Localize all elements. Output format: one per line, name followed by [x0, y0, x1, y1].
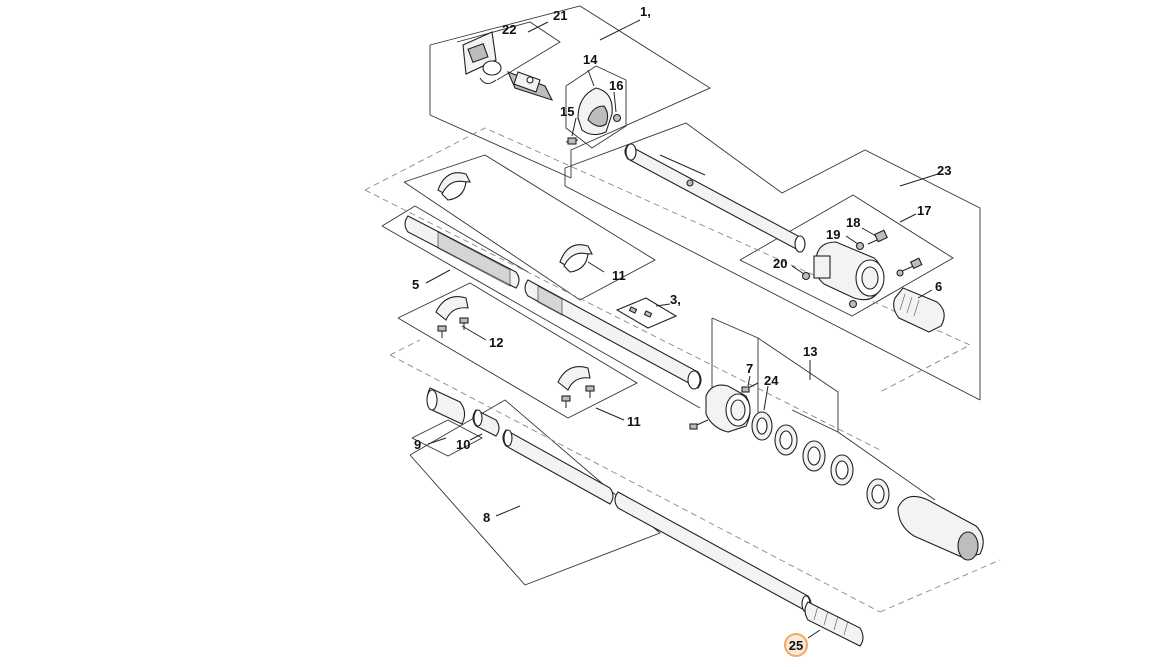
callout-9: 9 [414, 437, 421, 452]
callout-25-highlight: 25 [784, 629, 821, 657]
group-frame-1 [429, 5, 711, 179]
spline-end-part-25 [804, 601, 864, 647]
callout-18: 18 [846, 215, 860, 230]
group-frame-8 [409, 399, 661, 586]
callout-11-bottom: 11 [627, 414, 641, 429]
group-frame-11-bottom [397, 282, 638, 419]
switch-housing-part-22 [462, 31, 502, 84]
sleeve-part-6 [893, 287, 945, 333]
nut-part-16 [612, 113, 622, 123]
callout-15: 15 [560, 104, 574, 119]
callout-16: 16 [609, 78, 623, 93]
screw-part-15 [565, 137, 579, 145]
callout-1: 1, [640, 4, 651, 19]
coupling-part-10 [472, 409, 500, 437]
gear-head-part-13 [897, 495, 984, 561]
clamp-part-11-bottom [557, 366, 595, 408]
coupling-part-17 [813, 241, 885, 301]
group-frame-23 [564, 122, 981, 401]
bearing-rings-part-13 [774, 424, 890, 510]
dashed-assembly-outline [364, 127, 1001, 613]
callout-labels: 1, 21 22 14 16 15 23 17 18 19 20 6 3, 5 … [412, 4, 951, 525]
callout-8: 8 [483, 510, 490, 525]
callout-14: 14 [583, 52, 598, 67]
leader-lines [425, 19, 939, 517]
clamp-half-part-11-a [437, 172, 471, 201]
callout-23: 23 [937, 163, 951, 178]
callout-24: 24 [764, 373, 779, 388]
clamp-part-14 [577, 87, 613, 136]
nut-part-19 [855, 241, 865, 251]
highlight-circle [784, 633, 808, 657]
group-frame-17 [739, 194, 954, 317]
group-frame-11-top [403, 154, 656, 301]
callout-3: 3, [670, 292, 681, 307]
group-frame-14 [565, 65, 627, 149]
nut-part-20 [801, 271, 858, 309]
callout-21: 21 [553, 8, 567, 23]
callout-17: 17 [917, 203, 931, 218]
clamp-part-12 [435, 296, 469, 338]
coupling-part-9 [426, 387, 466, 425]
upper-tube-part-23 [624, 143, 806, 253]
drive-tube-part-8 [502, 429, 812, 613]
callout-11-top: 11 [612, 268, 626, 283]
screw-right-17 [896, 257, 923, 277]
callout-10: 10 [456, 437, 470, 452]
group-frame-5 [381, 205, 701, 409]
callout-19: 19 [826, 227, 840, 242]
switch-contact-part-21 [506, 71, 554, 101]
label-part-3 [615, 297, 678, 329]
group-frame-21 [456, 21, 561, 81]
callout-7: 7 [746, 361, 753, 376]
callout-5: 5 [412, 277, 419, 292]
callout-12: 12 [489, 335, 503, 350]
callout-22: 22 [502, 22, 516, 37]
callout-6: 6 [935, 279, 942, 294]
clamp-half-part-11-b [559, 244, 593, 273]
callout-13: 13 [803, 344, 817, 359]
grip-tube-part-5 [404, 215, 702, 390]
pin-part-7 [689, 382, 759, 430]
callout-25: 25 [789, 638, 803, 653]
gear-housing-part-13 [705, 384, 751, 433]
screw-part-18 [867, 229, 888, 245]
group-frame-13 [711, 317, 936, 501]
group-frame-9-10 [411, 419, 483, 457]
ring-part-24 [751, 411, 773, 441]
callout-20: 20 [773, 256, 787, 271]
